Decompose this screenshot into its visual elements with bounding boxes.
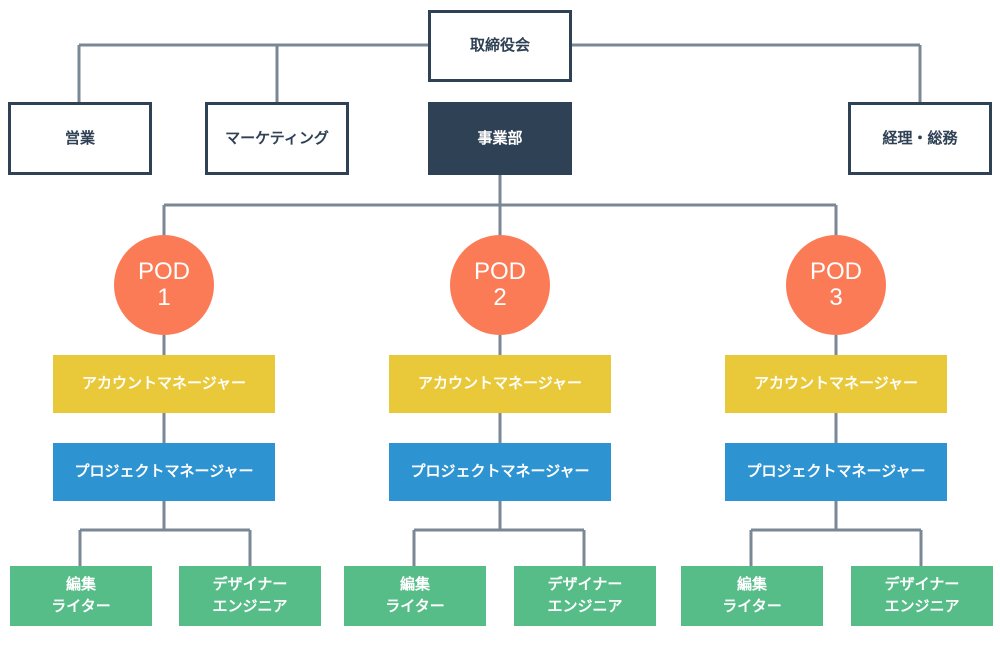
marketing-box: マーケティング [205,102,349,175]
pod-1-engineer-label: エンジニア [212,597,288,615]
pod-3-designer-label: デザイナー [884,575,960,594]
pod-1-account-label: アカウントマネージャー [82,374,246,393]
pod-2-designer-engineer: デザイナー エンジニア [514,566,656,626]
pod-1-project-manager: プロジェクトマネージャー [53,443,275,501]
pod-1-writer-label: ライター [51,597,111,615]
pod-1-title: POD [137,257,190,285]
pod-1-project-label: プロジェクトマネージャー [74,462,254,481]
pod-3-designer-engineer: デザイナー エンジニア [851,566,993,626]
pod-2-project-label: プロジェクトマネージャー [410,462,590,481]
pod-3-writer-label: ライター [722,597,782,615]
pod-3-number: 3 [829,284,843,311]
pod-1-circle: POD 1 [114,235,214,335]
pod-3-project-label: プロジェクトマネージャー [746,462,926,481]
pod-3-editor-writer: 編集 ライター [681,566,823,626]
pod-2-writer-label: ライター [385,597,445,615]
pod-2-designer-label: デザイナー [547,575,623,594]
pod-2-title: POD [473,257,526,285]
pod-1-editor-label: 編集 [65,575,96,594]
board-label: 取締役会 [469,36,530,55]
pod-3-title: POD [809,257,862,285]
marketing-label: マーケティング [225,128,329,147]
pod-2-account-label: アカウントマネージャー [418,374,582,393]
pod-3-editor-label: 編集 [736,575,767,594]
accounting-label: 経理・総務 [882,128,958,147]
pod-3-account-manager: アカウントマネージャー [725,355,947,413]
pod-2-project-manager: プロジェクトマネージャー [389,443,611,501]
accounting-admin-box: 経理・総務 [848,102,992,175]
pod-2-engineer-label: エンジニア [547,597,623,615]
pod-2-number: 2 [493,284,507,311]
pod-3-circle: POD 3 [786,235,886,335]
pod-2-account-manager: アカウントマネージャー [389,355,611,413]
pod-1-editor-writer: 編集 ライター [10,566,152,626]
pod-2-editor-writer: 編集 ライター [344,566,486,626]
business-label: 事業部 [477,128,523,147]
pod-3-engineer-label: エンジニア [884,597,960,615]
pod-2-editor-label: 編集 [399,575,430,594]
pod-1-account-manager: アカウントマネージャー [53,355,275,413]
board-of-directors-box: 取締役会 [428,10,572,82]
pod-1-designer-engineer: デザイナー エンジニア [179,566,321,626]
business-division-box: 事業部 [428,102,572,175]
sales-label: 営業 [64,128,95,147]
sales-box: 営業 [8,102,152,175]
pod-3-account-label: アカウントマネージャー [754,374,918,393]
pod-3-project-manager: プロジェクトマネージャー [725,443,947,501]
pod-1-number: 1 [157,284,171,311]
pod-2-circle: POD 2 [450,235,550,335]
pod-1-designer-label: デザイナー [212,575,288,594]
